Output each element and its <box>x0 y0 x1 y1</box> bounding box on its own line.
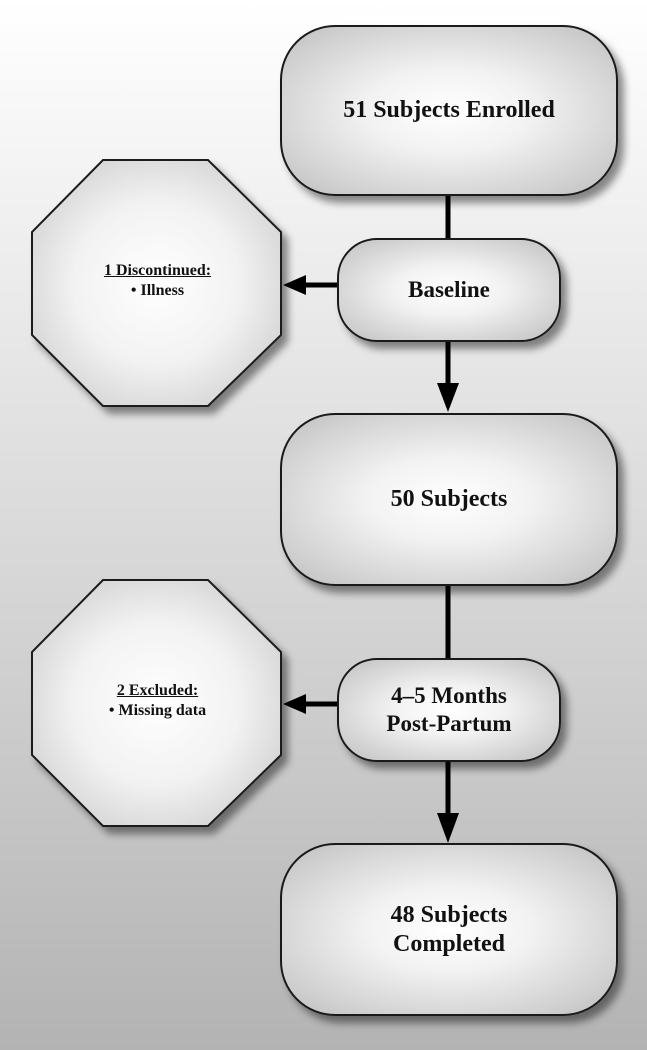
arrow-baseline-to-50-head <box>437 383 459 412</box>
postpartum-text: 4–5 Months Post-Partum <box>386 683 512 736</box>
baseline-box: Baseline <box>337 238 561 342</box>
excluded-heading: 2 Excluded: <box>116 682 199 699</box>
discontinued-heading: 1 Discontinued: <box>103 262 212 279</box>
discontinued-label: 1 Discontinued: • Illness <box>60 261 255 301</box>
excluded-label: 2 Excluded: • Missing data <box>60 681 255 721</box>
discontinued-reason: • Illness <box>130 282 185 299</box>
arrow-postpartum-to-excluded-head <box>283 694 306 714</box>
completed-text: 48 Subjects Completed <box>390 901 508 957</box>
enrolled-box: 51 Subjects Enrolled <box>280 25 618 196</box>
postpartum-box: 4–5 Months Post-Partum <box>337 658 561 762</box>
excluded-reason: • Missing data <box>108 702 207 719</box>
completed-box: 48 Subjects Completed <box>280 843 618 1016</box>
subjects-50-text: 50 Subjects <box>390 486 508 513</box>
baseline-text: Baseline <box>408 277 490 303</box>
enrolled-text: 51 Subjects Enrolled <box>343 97 555 124</box>
arrow-postpartum-to-48-head <box>437 813 459 843</box>
subjects-50-box: 50 Subjects <box>280 413 618 586</box>
excluded-octagon <box>31 579 282 827</box>
arrow-baseline-to-discontinued-head <box>283 275 306 295</box>
discontinued-octagon <box>31 159 282 407</box>
